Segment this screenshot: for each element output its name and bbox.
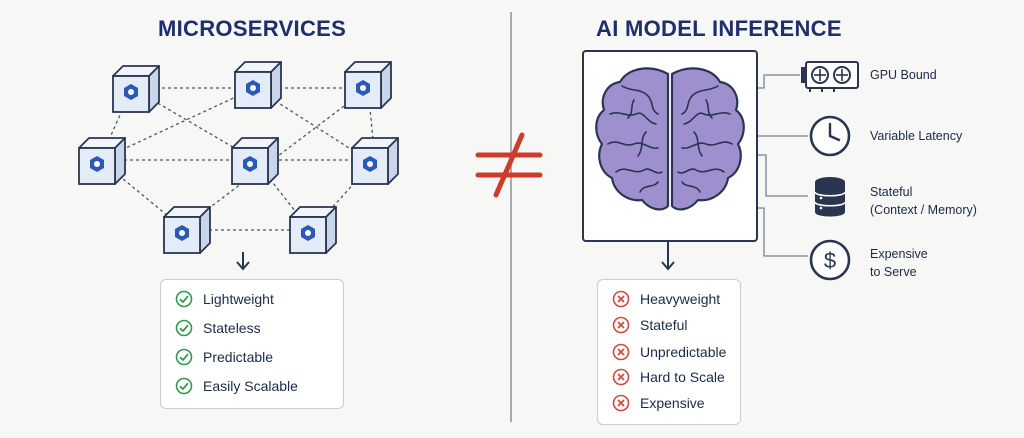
- database-icon: [814, 177, 846, 217]
- list-item-label: Hard to Scale: [640, 369, 725, 385]
- service-cube-icon: [344, 61, 392, 109]
- cross-circle-icon: [612, 368, 630, 386]
- connection-line: [99, 87, 256, 161]
- service-cube-icon: [289, 206, 337, 254]
- list-item-label: Predictable: [203, 349, 274, 365]
- brain-icon: [595, 67, 745, 211]
- list-item: Lightweight: [175, 288, 274, 310]
- list-item: Stateless: [175, 317, 261, 339]
- microservices-traits-list: Lightweight Stateless Predictable Easily…: [160, 279, 344, 409]
- cross-circle-icon: [612, 394, 630, 412]
- list-item: Unpredictable: [612, 341, 726, 363]
- svg-text:$: $: [824, 248, 836, 273]
- list-item: Predictable: [175, 346, 273, 368]
- list-item: Heavyweight: [612, 288, 720, 310]
- side-label-latency: Variable Latency: [870, 127, 962, 145]
- list-item-label: Expensive: [640, 395, 705, 411]
- side-label-line: (Context / Memory): [870, 203, 977, 217]
- side-label-line: Stateful: [870, 185, 913, 199]
- list-item: Expensive: [612, 392, 705, 414]
- gpu-icon: [801, 61, 859, 92]
- list-item-label: Easily Scalable: [203, 378, 298, 394]
- side-label-line: Variable Latency: [870, 129, 963, 143]
- list-item-label: Heavyweight: [640, 291, 721, 307]
- side-label-gpu: GPU Bound: [870, 66, 937, 84]
- check-circle-icon: [175, 348, 193, 366]
- model-brain-box: [582, 50, 758, 242]
- microservices-title: MICROSERVICES: [158, 16, 347, 41]
- ai-inference-traits-list: Heavyweight Stateful Unpredictable Hard …: [597, 279, 741, 425]
- list-item: Hard to Scale: [612, 366, 725, 388]
- list-item-label: Lightweight: [203, 291, 274, 307]
- service-cube-icon: [234, 61, 282, 109]
- check-circle-icon: [175, 290, 193, 308]
- clock-icon: [809, 115, 851, 157]
- service-cube-icon: [112, 65, 160, 113]
- service-cube-icon: [163, 206, 211, 254]
- check-circle-icon: [175, 319, 193, 337]
- divider-line: [510, 12, 512, 422]
- side-label-line: to Serve: [870, 265, 917, 279]
- side-label-stateful: Stateful (Context / Memory): [870, 183, 977, 219]
- service-cube-icon: [231, 137, 279, 185]
- side-label-line: Expensive: [870, 247, 928, 261]
- list-item-label: Stateless: [203, 320, 261, 336]
- check-circle-icon: [175, 377, 193, 395]
- side-label-line: GPU Bound: [870, 68, 937, 82]
- service-cube-icon: [351, 137, 399, 185]
- ai-inference-title: AI MODEL INFERENCE: [596, 16, 842, 41]
- list-item-label: Unpredictable: [640, 344, 727, 360]
- cross-circle-icon: [612, 343, 630, 361]
- service-cube-icon: [78, 137, 126, 185]
- list-item: Easily Scalable: [175, 375, 298, 397]
- list-item-label: Stateful: [640, 317, 688, 333]
- not-equal-icon: [475, 132, 543, 198]
- dollar-icon: $: [809, 239, 851, 281]
- side-label-expensive: Expensive to Serve: [870, 245, 928, 281]
- cross-circle-icon: [612, 290, 630, 308]
- list-item: Stateful: [612, 314, 687, 336]
- connection-line: [254, 87, 369, 161]
- cross-circle-icon: [612, 316, 630, 334]
